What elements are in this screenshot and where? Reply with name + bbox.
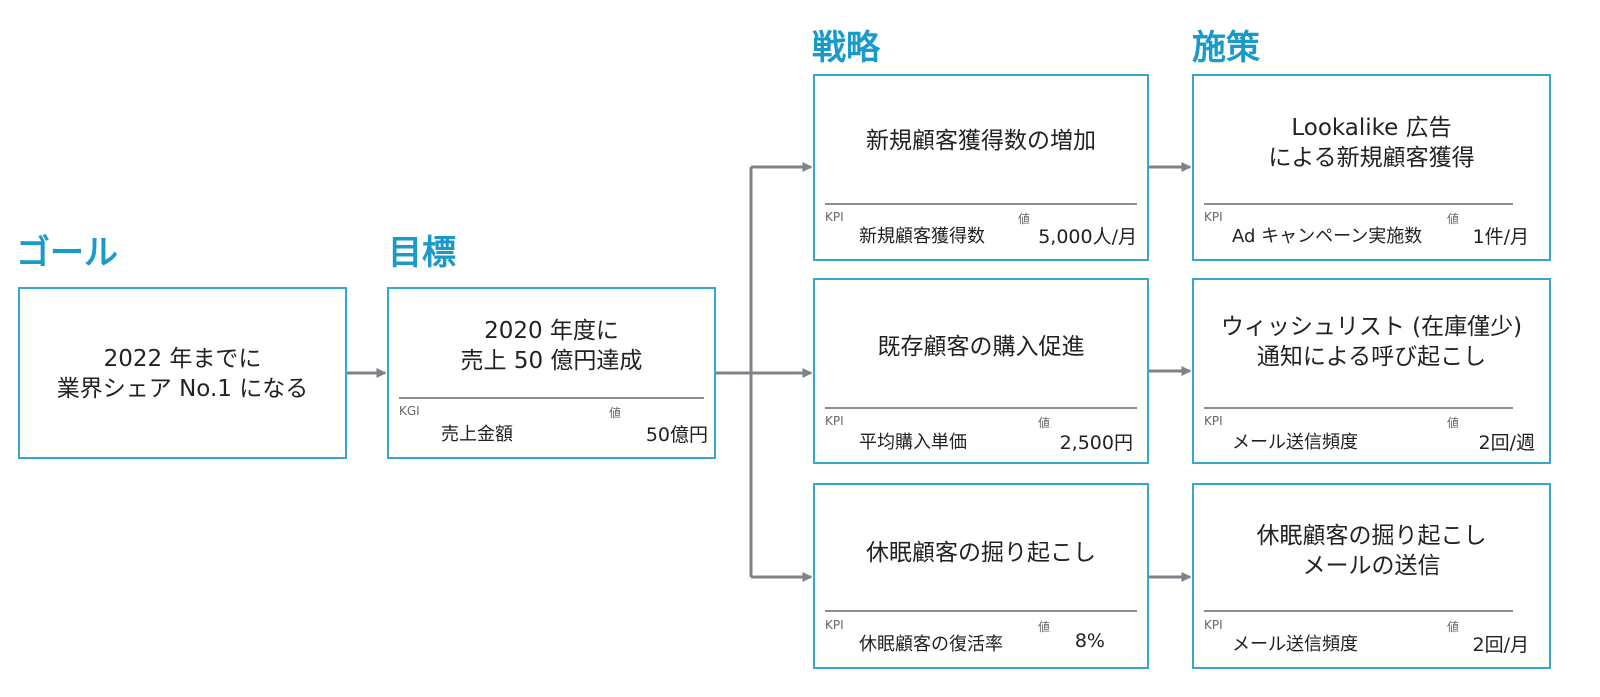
goal-text: 2022 年までに 業界シェア No.1 になる [20,344,345,404]
value-tag: 値 [1018,212,1031,226]
kpi-tag: KPI [1204,210,1223,224]
kpi-value: 2回/月 [1472,634,1530,656]
kpi-name: 新規顧客獲得数 [859,226,985,247]
goal-line-2: 業界シェア No.1 になる [56,376,309,402]
tactic-2-line-2: 通知による呼び起こし [1256,344,1487,370]
tactic-2-divider [1204,407,1513,409]
strategy-heading: 戦略 [812,28,880,68]
value-tag: 値 [1038,416,1051,430]
tactic-1-line-1: Lookalike 広告 [1291,115,1452,141]
kpi-tag: KPI [825,210,844,224]
kpi-value: 1件/月 [1472,226,1530,248]
kpi-name: メール送信頻度 [1232,432,1358,453]
goal-box: 2022 年までに 業界シェア No.1 になる [18,287,347,459]
target-line-2: 売上 50 億円達成 [460,348,643,374]
kpi-tag: KPI [825,618,844,632]
tactic-3-text: 休眠顧客の掘り起こし メールの送信 [1194,521,1549,581]
kgi-name: 売上金額 [441,424,513,445]
strategy-1-divider [825,203,1137,205]
target-line-1: 2020 年度に [484,318,619,344]
tactics-heading: 施策 [1192,28,1260,68]
tactic-1-text: Lookalike 広告 による新規顧客獲得 [1194,113,1549,173]
strategy-2-line-1: 既存顧客の購入促進 [877,334,1085,360]
target-box: 2020 年度に 売上 50 億円達成 KGI 売上金額 値 50億円 [387,287,716,459]
strategy-3-divider [825,610,1137,612]
kpi-name: メール送信頻度 [1232,634,1358,655]
value-tag: 値 [1447,416,1460,430]
strategy-1-line-1: 新規顧客獲得数の増加 [866,128,1096,154]
tactic-box-3: 休眠顧客の掘り起こし メールの送信 KPI メール送信頻度 値 2回/月 [1192,483,1551,669]
kpi-tag: KPI [1204,618,1223,632]
strategy-2-text: 既存顧客の購入促進 [815,332,1147,362]
kpi-name: 平均購入単価 [859,432,967,453]
tactic-3-line-2: メールの送信 [1302,553,1441,579]
strategy-1-text: 新規顧客獲得数の増加 [815,126,1147,156]
kpi-tag: KPI [1204,414,1223,428]
kpi-value: 5,000人/月 [1038,226,1137,248]
kpi-value: 2回/週 [1478,432,1536,454]
kpi-value: 2,500円 [1059,432,1133,454]
strategy-box-2: 既存顧客の購入促進 KPI 平均購入単価 値 2,500円 [813,278,1149,464]
tactic-box-1: Lookalike 広告 による新規顧客獲得 KPI Ad キャンペーン実施数 … [1192,74,1551,261]
goal-heading: ゴール [16,233,118,273]
kpi-name: Ad キャンペーン実施数 [1232,226,1423,247]
value-tag: 値 [1038,620,1051,634]
tactic-2-line-1: ウィッシュリスト (在庫僅少) [1220,314,1523,340]
value-tag: 値 [609,406,622,420]
value-tag: 値 [1447,620,1460,634]
tactic-3-divider [1204,610,1513,612]
target-text: 2020 年度に 売上 50 億円達成 [389,316,714,376]
kgi-tag: KGI [399,404,420,418]
target-divider [399,397,704,399]
strategy-3-line-1: 休眠顧客の掘り起こし [866,540,1096,566]
goal-line-1: 2022 年までに [103,346,262,372]
target-heading: 目標 [388,233,456,273]
tactic-box-2: ウィッシュリスト (在庫僅少) 通知による呼び起こし KPI メール送信頻度 値… [1192,278,1551,464]
tactic-3-line-1: 休眠顧客の掘り起こし [1256,523,1487,549]
strategy-box-3: 休眠顧客の掘り起こし KPI 休眠顧客の復活率 値 8% [813,483,1149,669]
strategy-box-1: 新規顧客獲得数の増加 KPI 新規顧客獲得数 値 5,000人/月 [813,74,1149,261]
strategy-3-text: 休眠顧客の掘り起こし [815,538,1147,568]
strategy-2-divider [825,407,1137,409]
kpi-tag: KPI [825,414,844,428]
kpi-name: 休眠顧客の復活率 [859,634,1003,655]
tactic-1-line-2: による新規顧客獲得 [1268,145,1475,171]
kpi-value: 8% [1074,630,1105,652]
kgi-value: 50億円 [645,424,708,446]
tactic-2-text: ウィッシュリスト (在庫僅少) 通知による呼び起こし [1194,312,1549,372]
value-tag: 値 [1447,212,1460,226]
tactic-1-divider [1204,203,1513,205]
